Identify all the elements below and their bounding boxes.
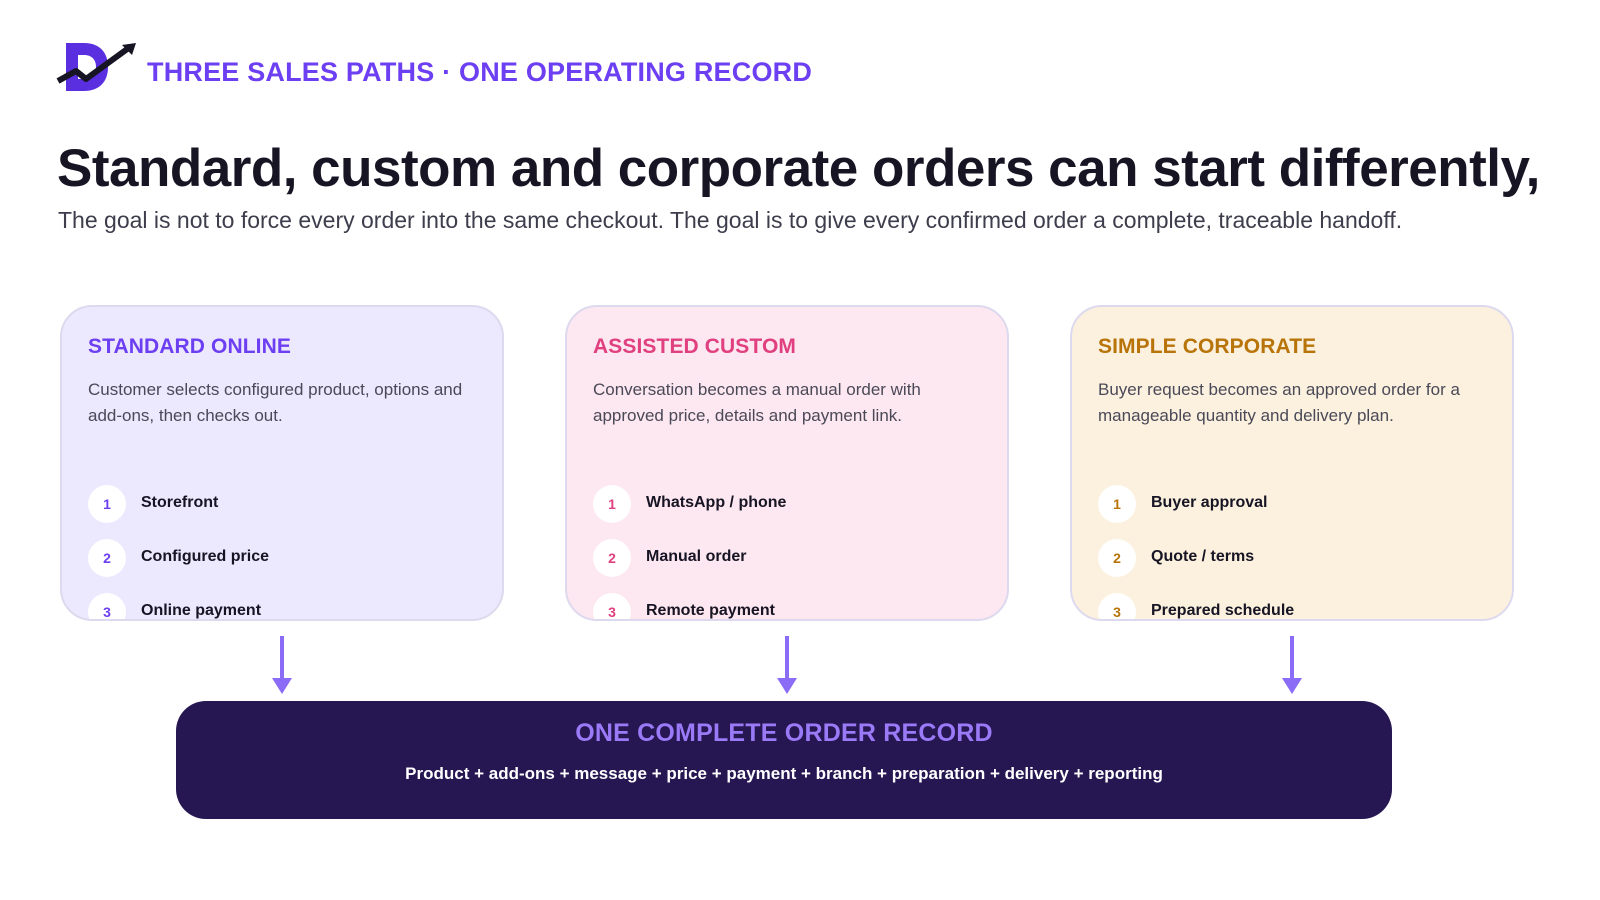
record-description: Product + add-ons + message + price + pa… xyxy=(405,764,1163,783)
step-item: 2 Quote / terms xyxy=(1098,539,1498,579)
step-label: WhatsApp / phone xyxy=(646,494,787,511)
page-subtitle: The goal is not to force every order int… xyxy=(58,207,1403,233)
step-label: Quote / terms xyxy=(1151,548,1255,565)
step-number-badge: 2 xyxy=(88,539,126,577)
card-description: Customer selects configured product, opt… xyxy=(88,380,463,425)
card-description: Conversation becomes a manual order with… xyxy=(593,380,921,425)
step-item: 1 Buyer approval xyxy=(1098,485,1498,525)
step-item: 3 Remote payment xyxy=(593,593,993,619)
card-title: SIMPLE CORPORATE xyxy=(1098,335,1317,358)
step-label: Online payment xyxy=(141,602,262,619)
step-item: 1 WhatsApp / phone xyxy=(593,485,993,525)
step-label: Storefront xyxy=(141,494,219,511)
arrow-down-icon xyxy=(777,636,797,694)
step-label: Prepared schedule xyxy=(1151,602,1295,619)
step-number-badge: 3 xyxy=(1098,593,1136,619)
step-number-badge: 1 xyxy=(593,485,631,523)
step-item: 2 Configured price xyxy=(88,539,488,579)
card-title: ASSISTED CUSTOM xyxy=(593,335,796,358)
step-number-badge: 3 xyxy=(88,593,126,619)
card-description: Buyer request becomes an approved order … xyxy=(1098,380,1460,425)
record-title: ONE COMPLETE ORDER RECORD xyxy=(575,719,993,747)
step-item: 3 Online payment xyxy=(88,593,488,619)
step-number-badge: 3 xyxy=(593,593,631,619)
step-item: 2 Manual order xyxy=(593,539,993,579)
step-label: Configured price xyxy=(141,548,270,565)
path-card-simple-corporate: SIMPLE CORPORATE Buyer request becomes a… xyxy=(1070,305,1514,621)
order-record-box: ONE COMPLETE ORDER RECORD Product + add-… xyxy=(176,701,1392,819)
path-card-standard-online: STANDARD ONLINE Customer selects configu… xyxy=(60,305,504,621)
step-label: Buyer approval xyxy=(1151,494,1268,511)
step-number-badge: 2 xyxy=(593,539,631,577)
step-label: Manual order xyxy=(646,548,747,565)
header-kicker: THREE SALES PATHS · ONE OPERATING RECORD xyxy=(147,57,813,87)
step-number-badge: 2 xyxy=(1098,539,1136,577)
step-number-badge: 1 xyxy=(1098,485,1136,523)
arrow-down-icon xyxy=(272,636,292,694)
arrow-down-icon xyxy=(1282,636,1302,694)
page-title: Standard, custom and corporate orders ca… xyxy=(57,139,1540,198)
path-card-assisted-custom: ASSISTED CUSTOM Conversation becomes a m… xyxy=(565,305,1009,621)
step-number-badge: 1 xyxy=(88,485,126,523)
step-item: 3 Prepared schedule xyxy=(1098,593,1498,619)
step-item: 1 Storefront xyxy=(88,485,488,525)
step-label: Remote payment xyxy=(646,602,775,619)
brand-logo-icon xyxy=(56,43,136,91)
card-title: STANDARD ONLINE xyxy=(88,335,291,358)
